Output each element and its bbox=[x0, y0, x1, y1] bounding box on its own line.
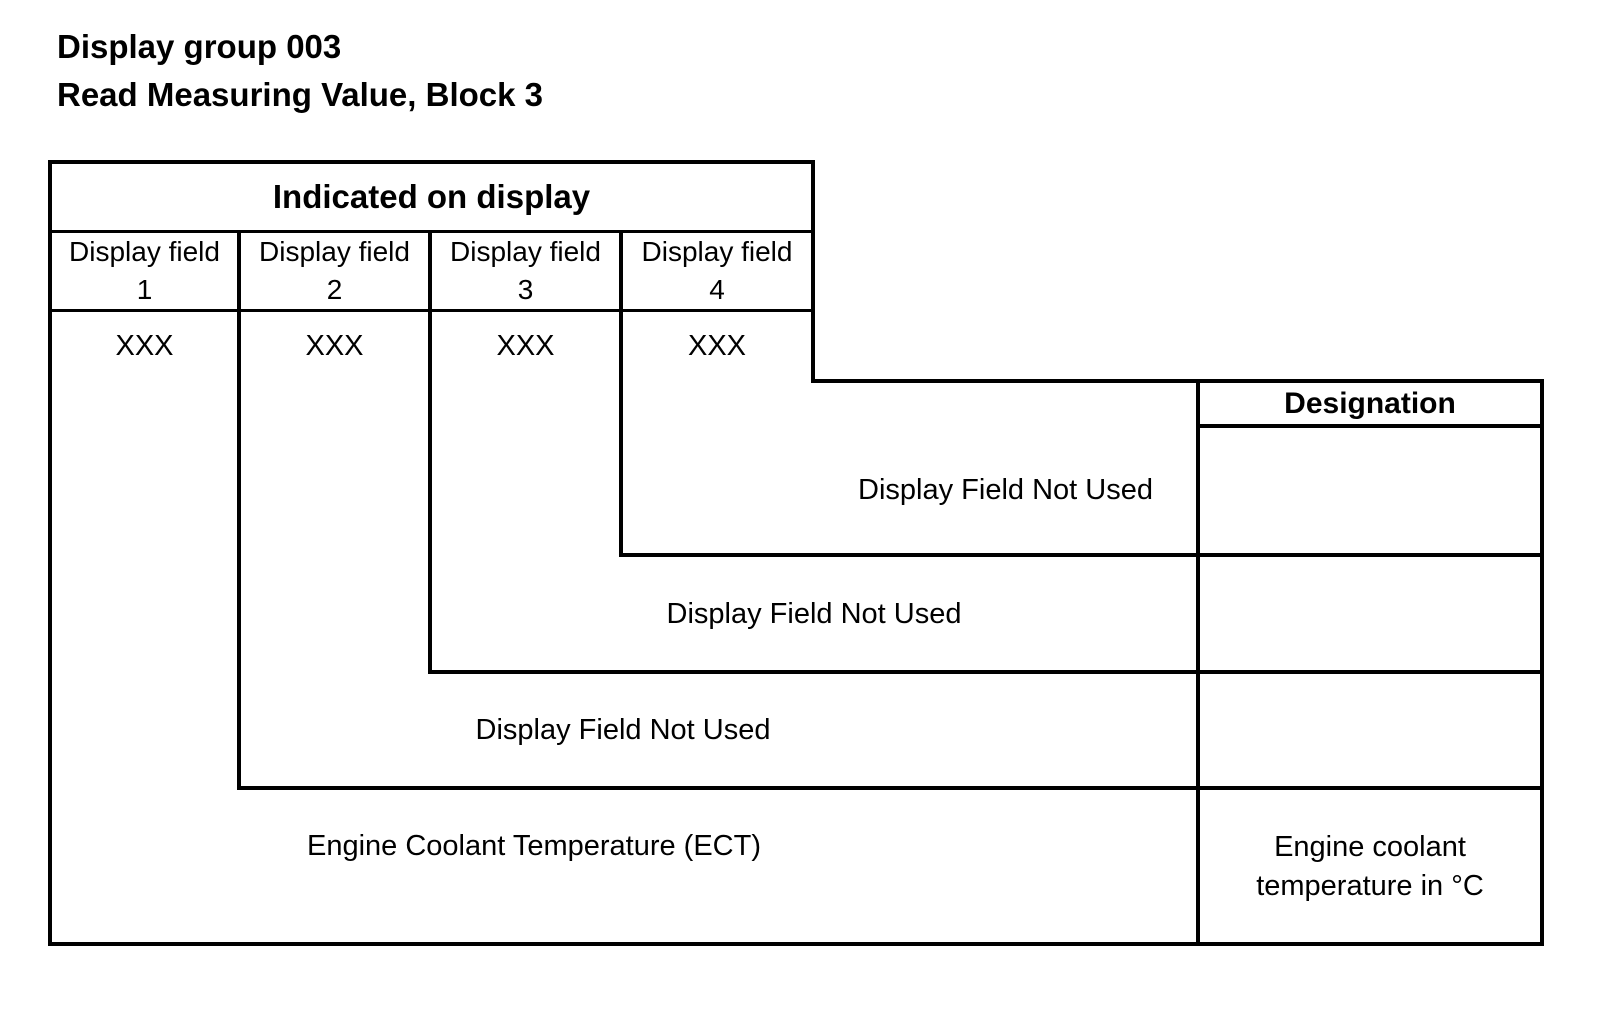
display-field-number: 4 bbox=[709, 274, 725, 305]
grid-line bbox=[237, 230, 241, 790]
grid-line bbox=[48, 942, 1544, 946]
display-field-4-value: XXX bbox=[687, 330, 747, 362]
display-field-number: 2 bbox=[326, 274, 343, 305]
grid-line bbox=[619, 230, 623, 557]
grid-line bbox=[811, 160, 815, 383]
display-field-3-value: XXX bbox=[496, 330, 555, 362]
display-field-label: Display field bbox=[69, 236, 220, 267]
display-field-label: Display field bbox=[259, 236, 410, 267]
designation-line: temperature in °C bbox=[1256, 870, 1484, 902]
field-1-description: Engine Coolant Temperature (ECT) bbox=[306, 830, 762, 862]
grid-line bbox=[1196, 424, 1544, 428]
indicated-on-display-header: Indicated on display bbox=[272, 178, 591, 215]
field-1-designation: Engine coolant temperature in °C bbox=[1200, 828, 1540, 906]
grid-line bbox=[619, 553, 1544, 557]
display-field-1-header: Display field 1 bbox=[52, 233, 237, 309]
grid-line bbox=[428, 670, 1544, 674]
display-group-title: Display group 003 bbox=[57, 28, 342, 65]
designation-line: Engine coolant bbox=[1274, 831, 1466, 863]
display-field-label: Display field bbox=[450, 236, 601, 267]
block-title: Read Measuring Value, Block 3 bbox=[57, 76, 544, 113]
display-field-number: 3 bbox=[517, 274, 534, 305]
display-field-1-value: XXX bbox=[115, 330, 174, 362]
display-field-2-value: XXX bbox=[305, 330, 364, 362]
grid-line bbox=[48, 160, 815, 164]
display-field-2-header: Display field 2 bbox=[241, 233, 428, 309]
designation-header: Designation bbox=[1284, 386, 1456, 420]
display-field-label: Display field bbox=[641, 236, 793, 267]
grid-line bbox=[428, 230, 432, 674]
display-field-4-header: Display field 4 bbox=[623, 233, 811, 309]
display-field-number: 1 bbox=[136, 274, 153, 305]
grid-line bbox=[1540, 379, 1544, 946]
grid-line bbox=[811, 379, 1544, 383]
field-3-description: Display Field Not Used bbox=[666, 598, 962, 630]
field-2-description: Display Field Not Used bbox=[475, 714, 771, 746]
field-4-description: Display Field Not Used bbox=[858, 474, 1153, 506]
grid-line bbox=[1196, 379, 1200, 946]
grid-line bbox=[48, 160, 52, 946]
grid-line bbox=[237, 786, 1544, 790]
display-field-3-header: Display field 3 bbox=[432, 233, 619, 309]
